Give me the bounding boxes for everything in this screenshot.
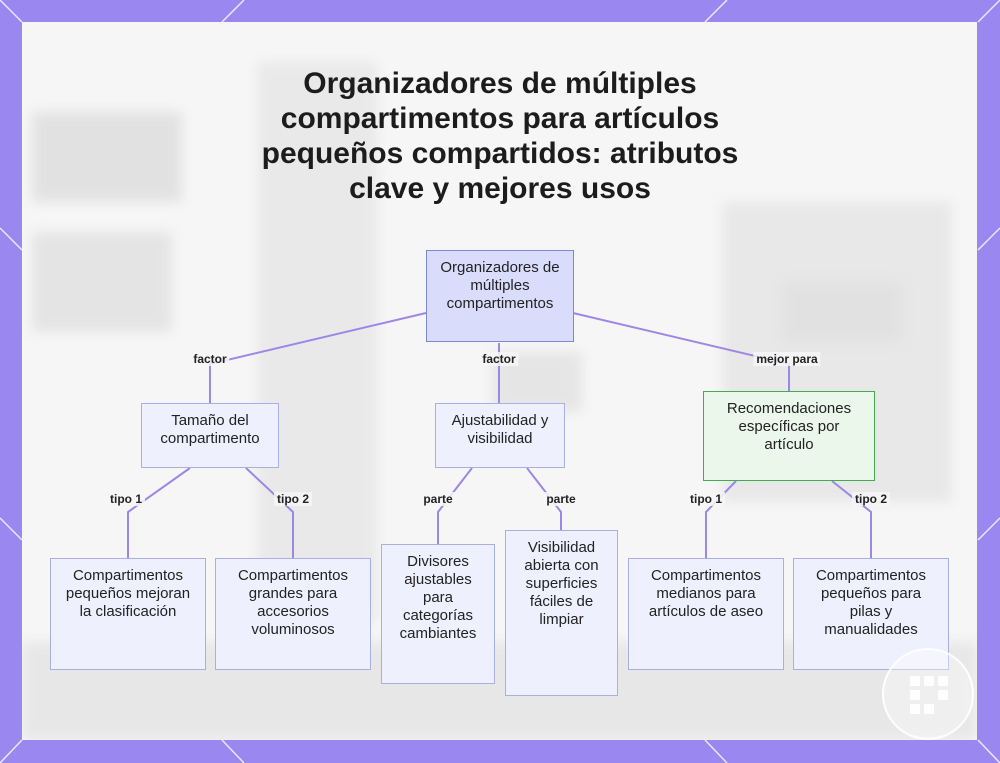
node-small-compartments: Compartimentos pequeños mejoran la clasi… <box>50 558 206 670</box>
edge-adjust-dividers <box>438 468 472 544</box>
edge-label-best-for: mejor para <box>753 352 820 366</box>
node-open-visibility: Visibilidad abierta con superficies fáci… <box>505 530 618 696</box>
edge-root-size <box>210 313 426 403</box>
edge-label-factor-1: factor <box>190 352 229 366</box>
edge-size-large <box>246 468 293 558</box>
node-adjustability-visibility: Ajustabilidad y visibilidad <box>435 403 565 468</box>
diagram-panel: Organizadores de múltiples compartimento… <box>22 22 977 740</box>
node-item-recommendations: Recomendaciones específicas por artículo <box>703 391 875 481</box>
node-medium-toiletries: Compartimentos medianos para artículos d… <box>628 558 784 670</box>
edge-label-type1-b: tipo 1 <box>687 492 725 506</box>
edge-label-factor-2: factor <box>479 352 518 366</box>
watermark-logo-icon <box>882 648 974 740</box>
node-compartment-size: Tamaño del compartimento <box>141 403 279 468</box>
node-large-compartments: Compartimentos grandes para accesorios v… <box>215 558 371 670</box>
node-root: Organizadores de múltiples compartimento… <box>426 250 574 342</box>
edge-label-type2-a: tipo 2 <box>274 492 312 506</box>
node-adjustable-dividers: Divisores ajustables para categorías cam… <box>381 544 495 684</box>
edge-label-part-2: parte <box>543 492 578 506</box>
edge-label-part-1: parte <box>420 492 455 506</box>
edge-label-type1-a: tipo 1 <box>107 492 145 506</box>
edge-label-type2-b: tipo 2 <box>852 492 890 506</box>
edge-size-small <box>128 468 190 558</box>
